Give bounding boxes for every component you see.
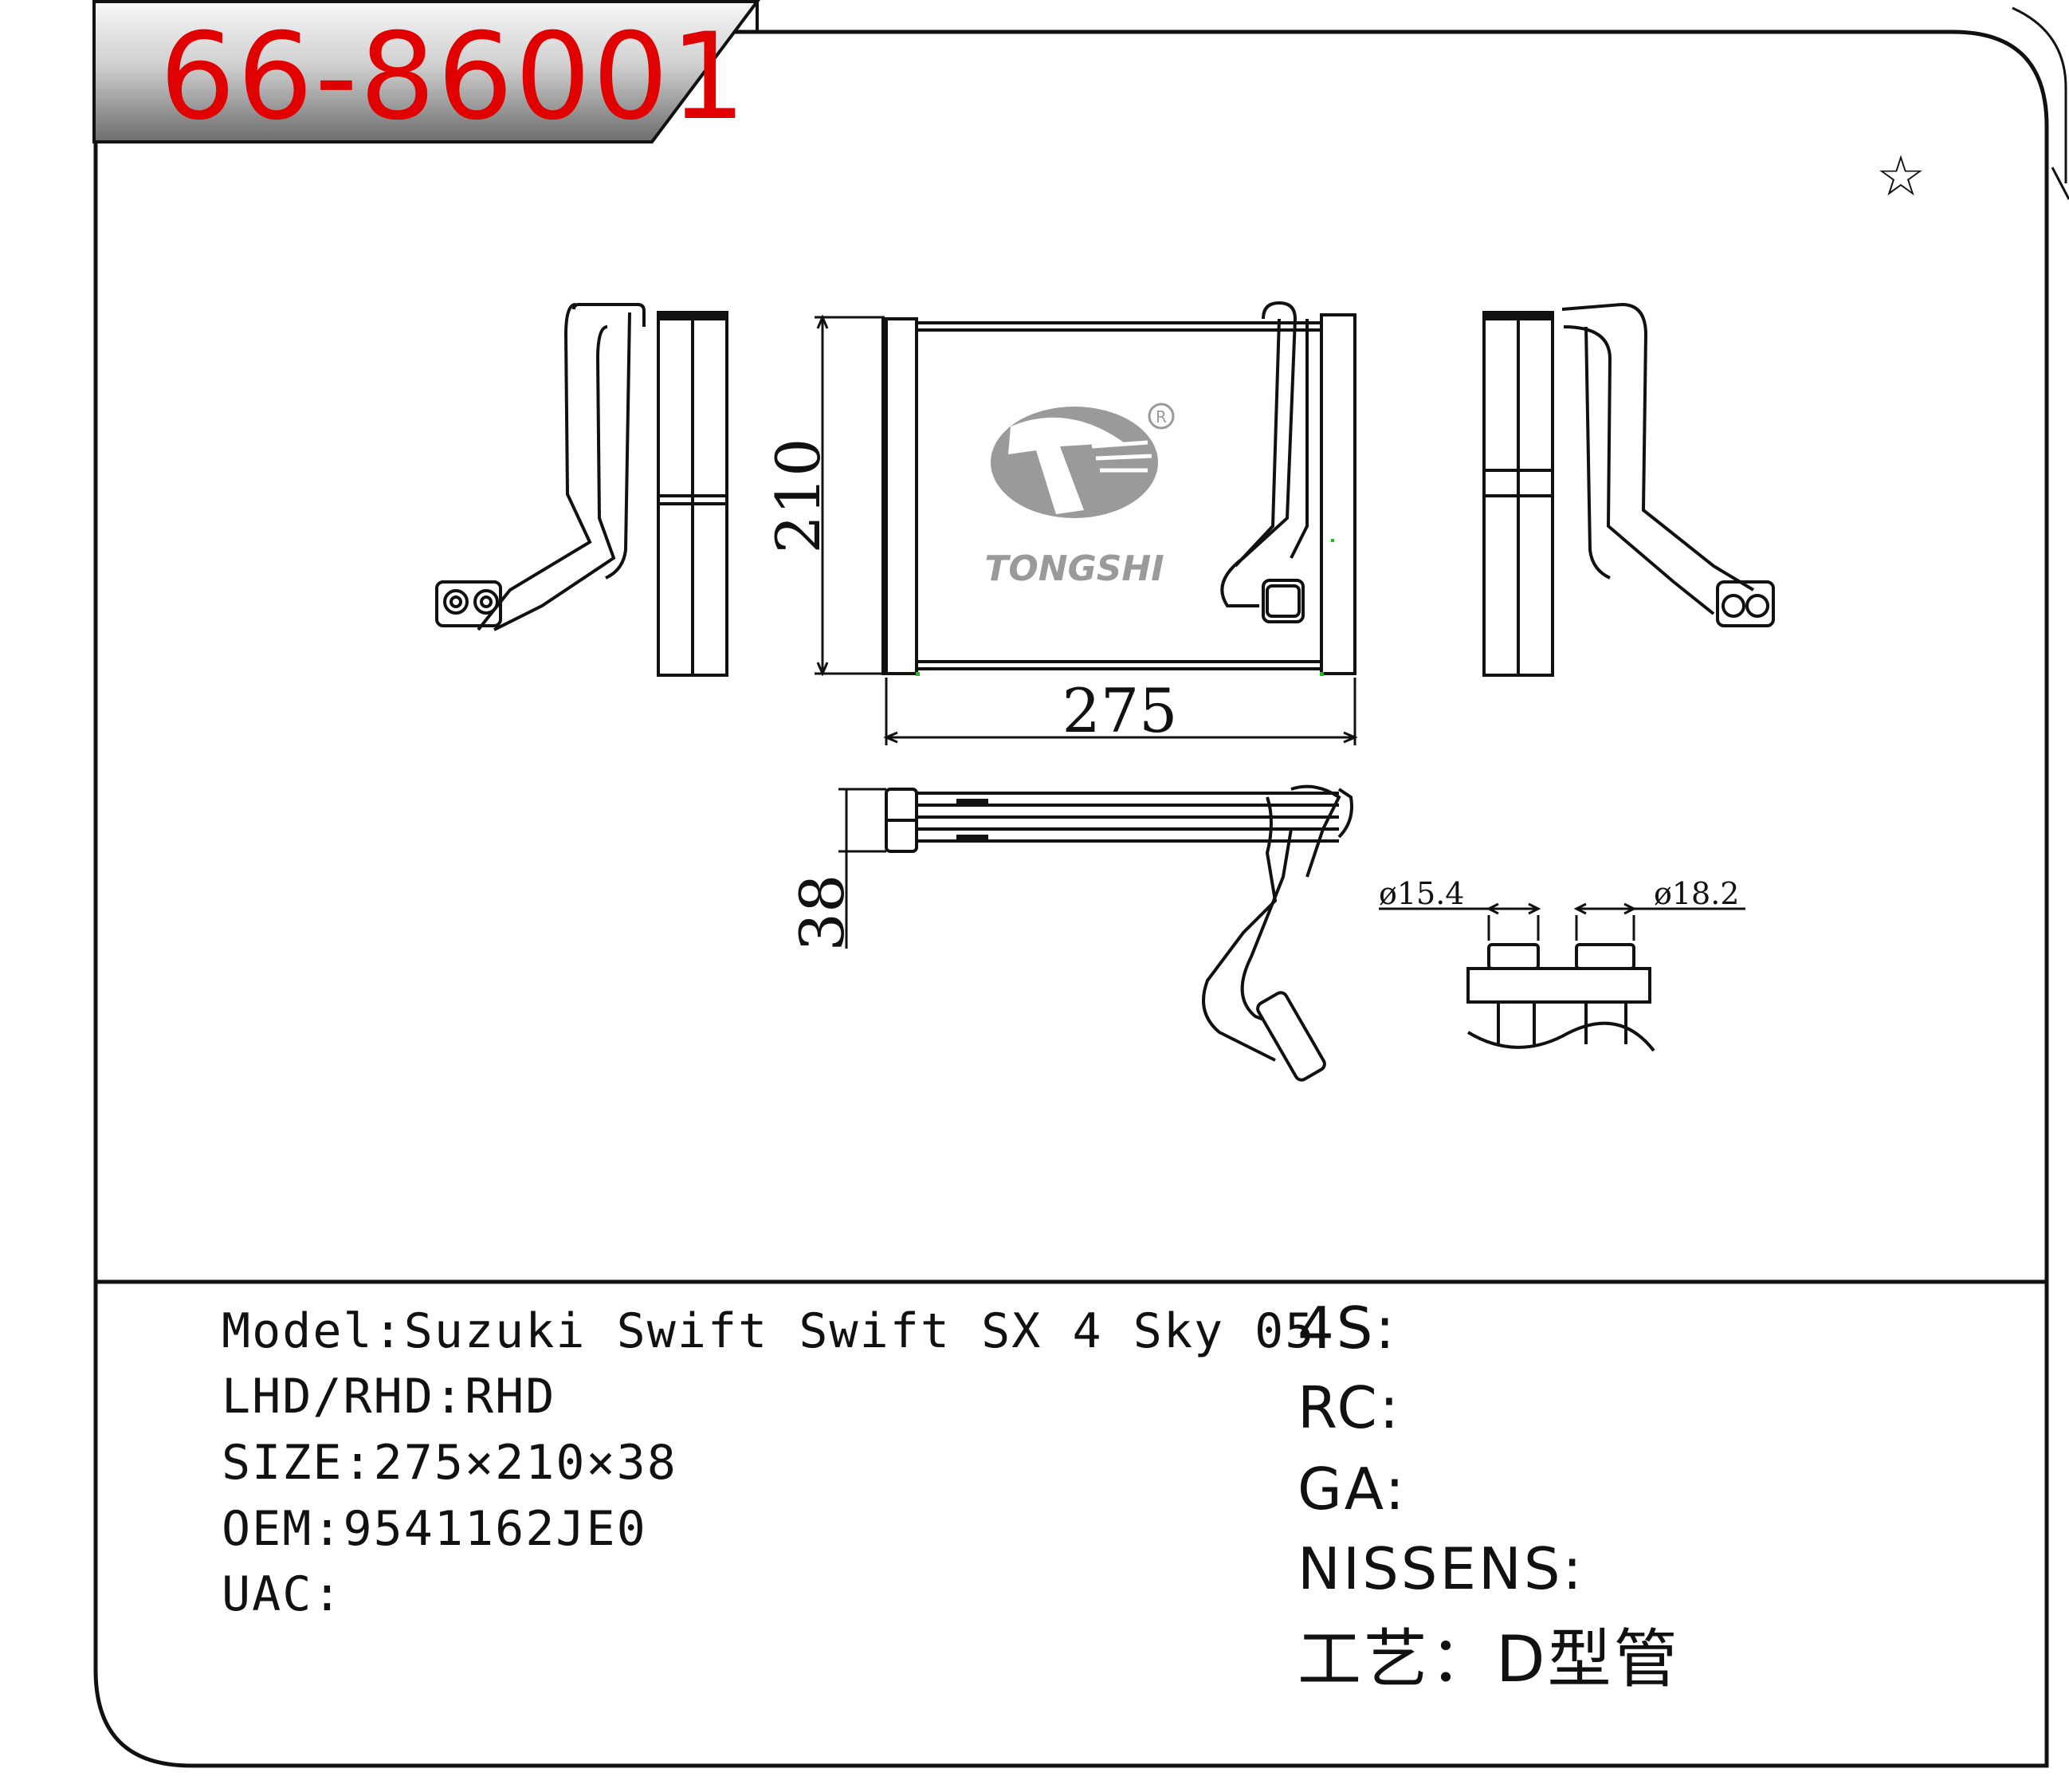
ref-rc: RC:	[1298, 1374, 1401, 1441]
dimension-depth: 38	[787, 874, 858, 952]
ref-nissens: NISSENS:	[1298, 1535, 1584, 1602]
spec-model: Model:Suzuki Swift Swift SX 4 Sky 05	[222, 1303, 1316, 1359]
part-number: 66-86001	[159, 8, 748, 147]
weld-marks	[916, 539, 1334, 676]
side-view-left	[435, 303, 728, 677]
spec-drive: LHD/RHD:RHD	[222, 1369, 556, 1425]
ref-4s: 4S:	[1298, 1295, 1397, 1362]
sheet-border	[93, 6, 2069, 1768]
tongshi-logo: TONGSHI R	[984, 403, 1175, 589]
dimension-height: 210	[763, 438, 834, 553]
connector-detail	[1379, 902, 1745, 1052]
side-view-right	[1482, 302, 1775, 677]
dimension-outlet-diameter: ø18.2	[1654, 876, 1740, 911]
dimension-width: 275	[1062, 675, 1177, 746]
process-note: 工艺：D型管	[1298, 1622, 1680, 1696]
part-number-tab	[92, 0, 760, 143]
front-view-core	[881, 313, 1356, 675]
front-view-pipes	[1220, 301, 1309, 623]
top-view	[885, 784, 1353, 1082]
registered-mark: R	[1156, 407, 1167, 426]
spec-size: SIZE:275×210×38	[222, 1435, 677, 1491]
spec-uac: UAC:	[222, 1566, 344, 1622]
ref-ga: GA:	[1298, 1456, 1407, 1523]
dimension-inlet-diameter: ø15.4	[1379, 876, 1465, 911]
brand-name: TONGSHI	[984, 548, 1164, 589]
dimension-lines	[815, 314, 1358, 949]
spec-oem: OEM:9541162JE0	[222, 1501, 647, 1557]
star-mark: ☆	[1876, 143, 1926, 209]
